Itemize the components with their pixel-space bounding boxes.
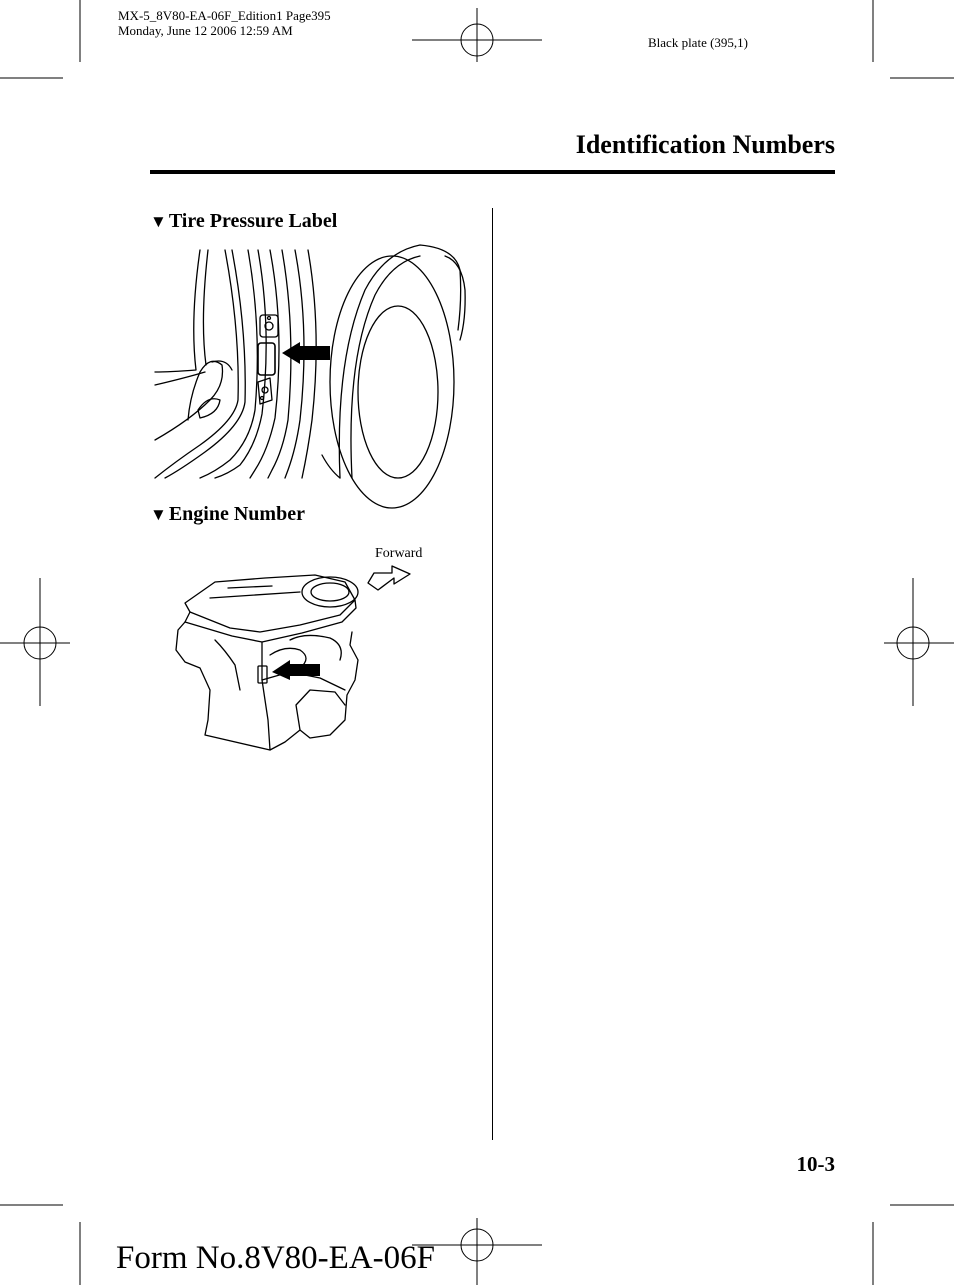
triangle-marker-icon: ▼ xyxy=(150,212,167,231)
column-divider xyxy=(492,208,493,1140)
date-line: Monday, June 12 2006 12:59 AM xyxy=(118,23,293,38)
title-rule xyxy=(150,170,835,174)
arrow-icon xyxy=(272,660,320,680)
file-info: MX-5_8V80-EA-06F_Edition1 Page395 Monday… xyxy=(118,8,331,38)
section-heading-text: Tire Pressure Label xyxy=(168,210,338,232)
file-line: MX-5_8V80-EA-06F_Edition1 Page395 xyxy=(118,8,331,23)
triangle-marker-icon: ▼ xyxy=(150,505,167,524)
section-heading-tire-pressure-label: ▼Tire Pressure Label xyxy=(150,210,337,233)
page-number: 10-3 xyxy=(796,1152,836,1176)
plate-info: Black plate (395,1) xyxy=(648,35,748,50)
section-heading-text: Engine Number xyxy=(168,503,305,525)
form-number: Form No.8V80-EA-06F xyxy=(116,1240,435,1276)
arrow-icon xyxy=(282,342,330,364)
section-heading-engine-number: ▼Engine Number xyxy=(150,503,305,526)
page-title: Identification Numbers xyxy=(575,130,835,159)
forward-arrow-icon xyxy=(367,565,411,591)
forward-label: Forward xyxy=(375,546,423,561)
